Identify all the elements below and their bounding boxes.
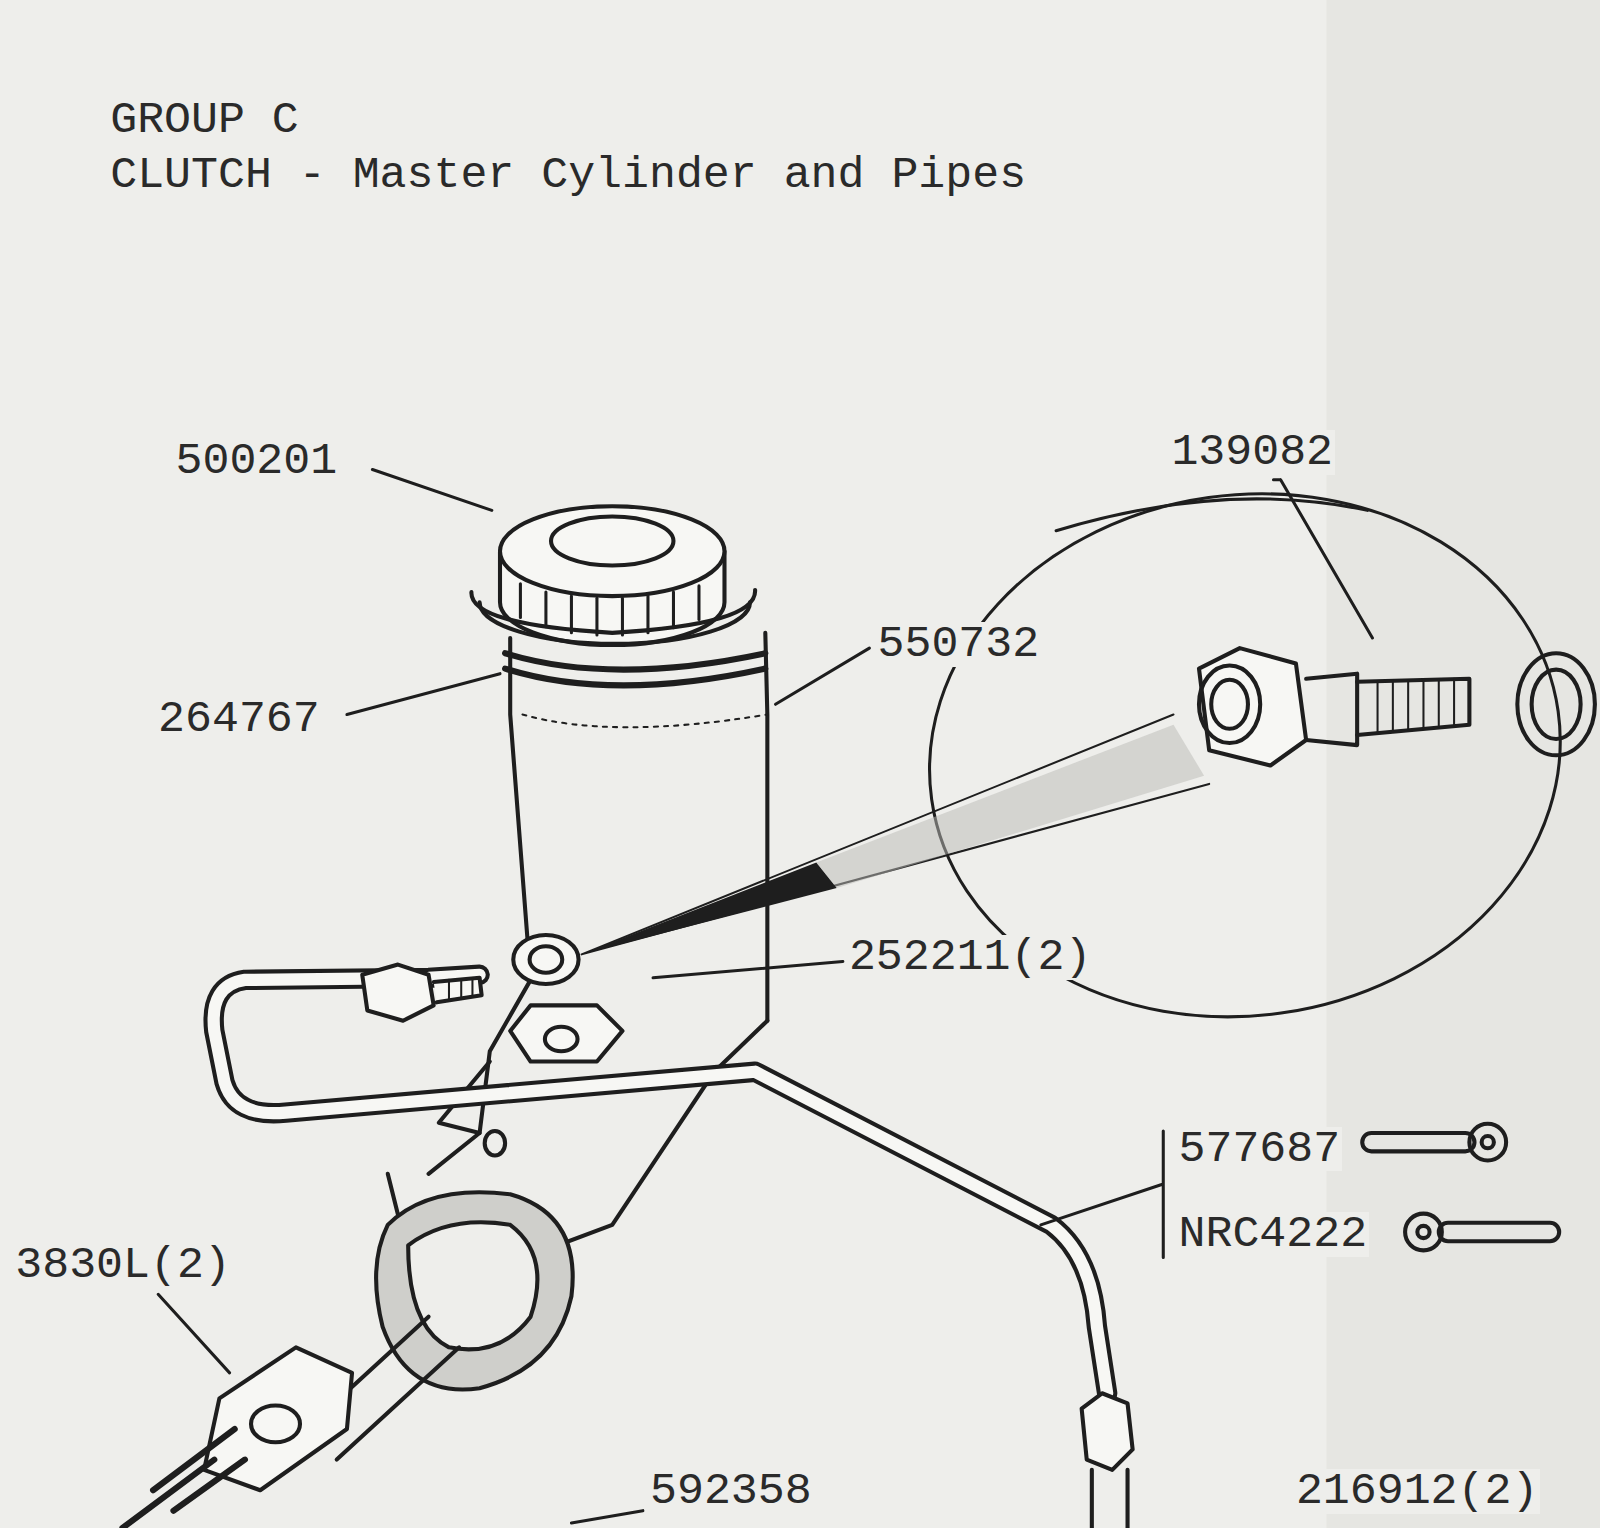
part-number: 216912(2) — [1294, 1469, 1540, 1514]
section-heading: CLUTCH - Master Cylinder and Pipes — [108, 153, 1028, 198]
part-number: 264767 — [156, 697, 322, 742]
part-number: 139082 — [1169, 430, 1335, 475]
part-number: NRC4222 — [1177, 1212, 1370, 1257]
part-number: 550732 — [876, 622, 1042, 667]
group-title: GROUP C — [108, 98, 301, 143]
part-number: 592358 — [648, 1469, 814, 1514]
part-number: 3830L(2) — [13, 1243, 233, 1288]
part-number: 252211(2) — [847, 935, 1093, 980]
part-number: 500201 — [174, 439, 340, 484]
part-number: 577687 — [1177, 1127, 1343, 1172]
